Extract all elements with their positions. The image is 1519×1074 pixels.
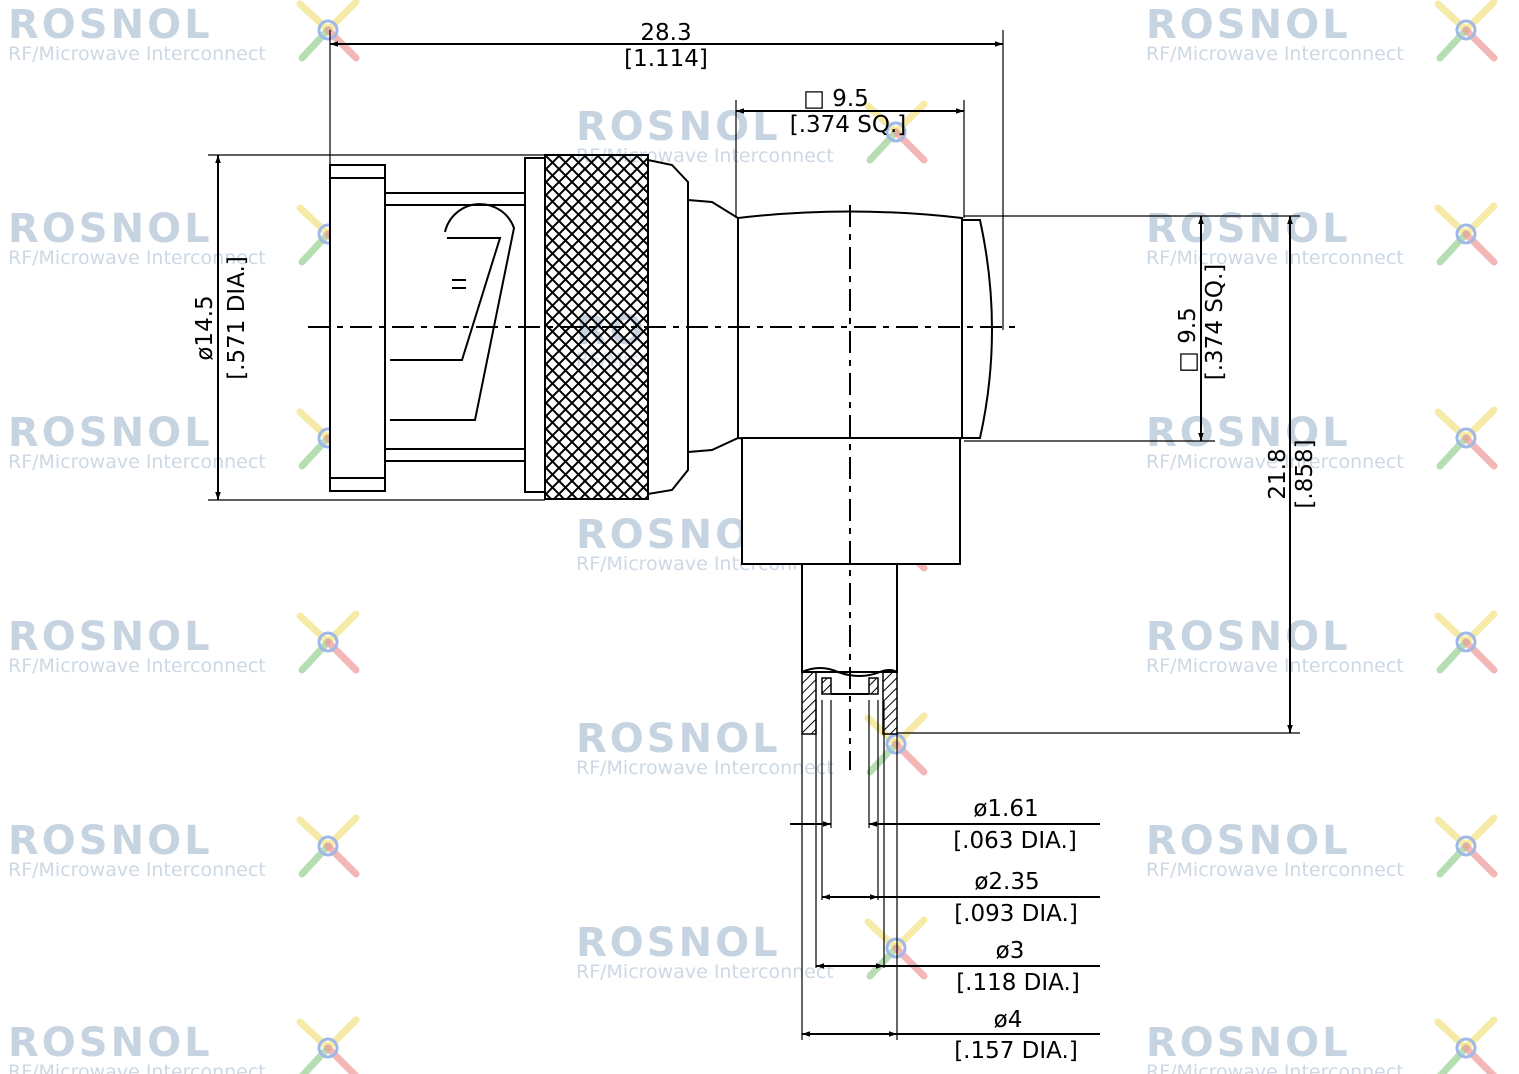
rosnol-star-logo (864, 916, 928, 980)
watermark-tagline: RF/Microwave Interconnect (8, 1061, 266, 1074)
dielectric-dia-imperial: [.093 DIA.] (954, 901, 1078, 927)
rosnol-star-logo (296, 1016, 360, 1074)
outer-sleeve-dia-imperial: [.157 DIA.] (954, 1038, 1078, 1064)
watermark-tagline: RF/Microwave Interconnect (1146, 247, 1404, 269)
inner-sleeve-dia-imperial: [.118 DIA.] (956, 970, 1080, 996)
height-metric: 21.8 (1265, 448, 1291, 499)
dielectric-dia-metric: ø2.35 (974, 869, 1039, 895)
watermark-brand: ROSNOL (1146, 818, 1351, 864)
bnc-connector-body (308, 154, 1020, 770)
watermark-brand: ROSNOL (8, 614, 213, 660)
body-square-top-metric: □ 9.5 (803, 86, 869, 112)
rosnol-star-logo (1434, 406, 1498, 470)
rosnol-star-logo (1434, 814, 1498, 878)
watermark-tagline: RF/Microwave Interconnect (1146, 1061, 1404, 1074)
pin-dia-metric: ø1.61 (973, 796, 1038, 822)
watermark-tagline: RF/Microwave Interconnect (1146, 451, 1404, 473)
watermark-tagline: RF/Microwave Interconnect (8, 43, 266, 65)
rosnol-star-logo (296, 0, 360, 62)
watermark-tagline: RF/Microwave Interconnect (8, 247, 266, 269)
dimension-lines (208, 30, 1300, 1040)
watermark-tagline: RF/Microwave Interconnect (1146, 655, 1404, 677)
rosnol-star-logo (1434, 202, 1498, 266)
watermark-tagline: RF/Microwave Interconnect (576, 757, 834, 779)
watermark-tagline: RF/Microwave Interconnect (1146, 43, 1404, 65)
watermark-tagline: RF/Microwave Interconnect (8, 655, 266, 677)
watermark-brand: ROSNOL (576, 920, 781, 966)
watermark-brand: ROSNOL (8, 1020, 213, 1066)
body-square-side-imperial: [.374 SQ.] (1202, 264, 1228, 380)
rosnol-star-logo (1434, 1016, 1498, 1074)
rosnol-star-logo (1434, 0, 1498, 62)
outer-sleeve-dia-metric: ø4 (994, 1007, 1023, 1033)
dimension-labels: 28.3 [1.114] □ 9.5 [.374 SQ.] ø14.5 [.57… (192, 20, 1318, 1064)
watermark-brand: ROSNOL (1146, 614, 1351, 660)
watermark-brand: ROSNOL (8, 206, 213, 252)
pin-dia-imperial: [.063 DIA.] (953, 828, 1077, 854)
body-square-side-metric: □ 9.5 (1175, 307, 1201, 373)
diameter-main-metric: ø14.5 (192, 295, 218, 360)
watermark-tagline: RF/Microwave Interconnect (576, 961, 834, 983)
diameter-main-imperial: [.571 DIA.] (224, 256, 250, 380)
watermark-brand: ROSNOL (1146, 206, 1351, 252)
rosnol-star-logo (1434, 610, 1498, 674)
body-square-top-imperial: [.374 SQ.] (790, 112, 906, 138)
watermark-brand: ROSNOL (8, 818, 213, 864)
watermark-tagline: RF/Microwave Interconnect (8, 451, 266, 473)
rosnol-star-logo (296, 610, 360, 674)
overall-length-imperial: [1.114] (624, 46, 708, 72)
watermark-brand: ROSNOL (576, 716, 781, 762)
watermark-tagline: RF/Microwave Interconnect (1146, 859, 1404, 881)
overall-length-metric: 28.3 (640, 20, 691, 46)
watermark-brand: ROSNOL (1146, 410, 1351, 456)
watermark-brand: ROSNOL (8, 2, 213, 48)
watermark-brand: ROSNOL (8, 410, 213, 456)
rosnol-star-logo (296, 814, 360, 878)
watermark-brand: ROSNOL (1146, 2, 1351, 48)
inner-sleeve-dia-metric: ø3 (996, 938, 1025, 964)
watermark-tagline: RF/Microwave Interconnect (8, 859, 266, 881)
rosnol-star-logo (864, 712, 928, 776)
height-imperial: [.858] (1292, 439, 1318, 508)
watermark-brand: ROSNOL (1146, 1020, 1351, 1066)
